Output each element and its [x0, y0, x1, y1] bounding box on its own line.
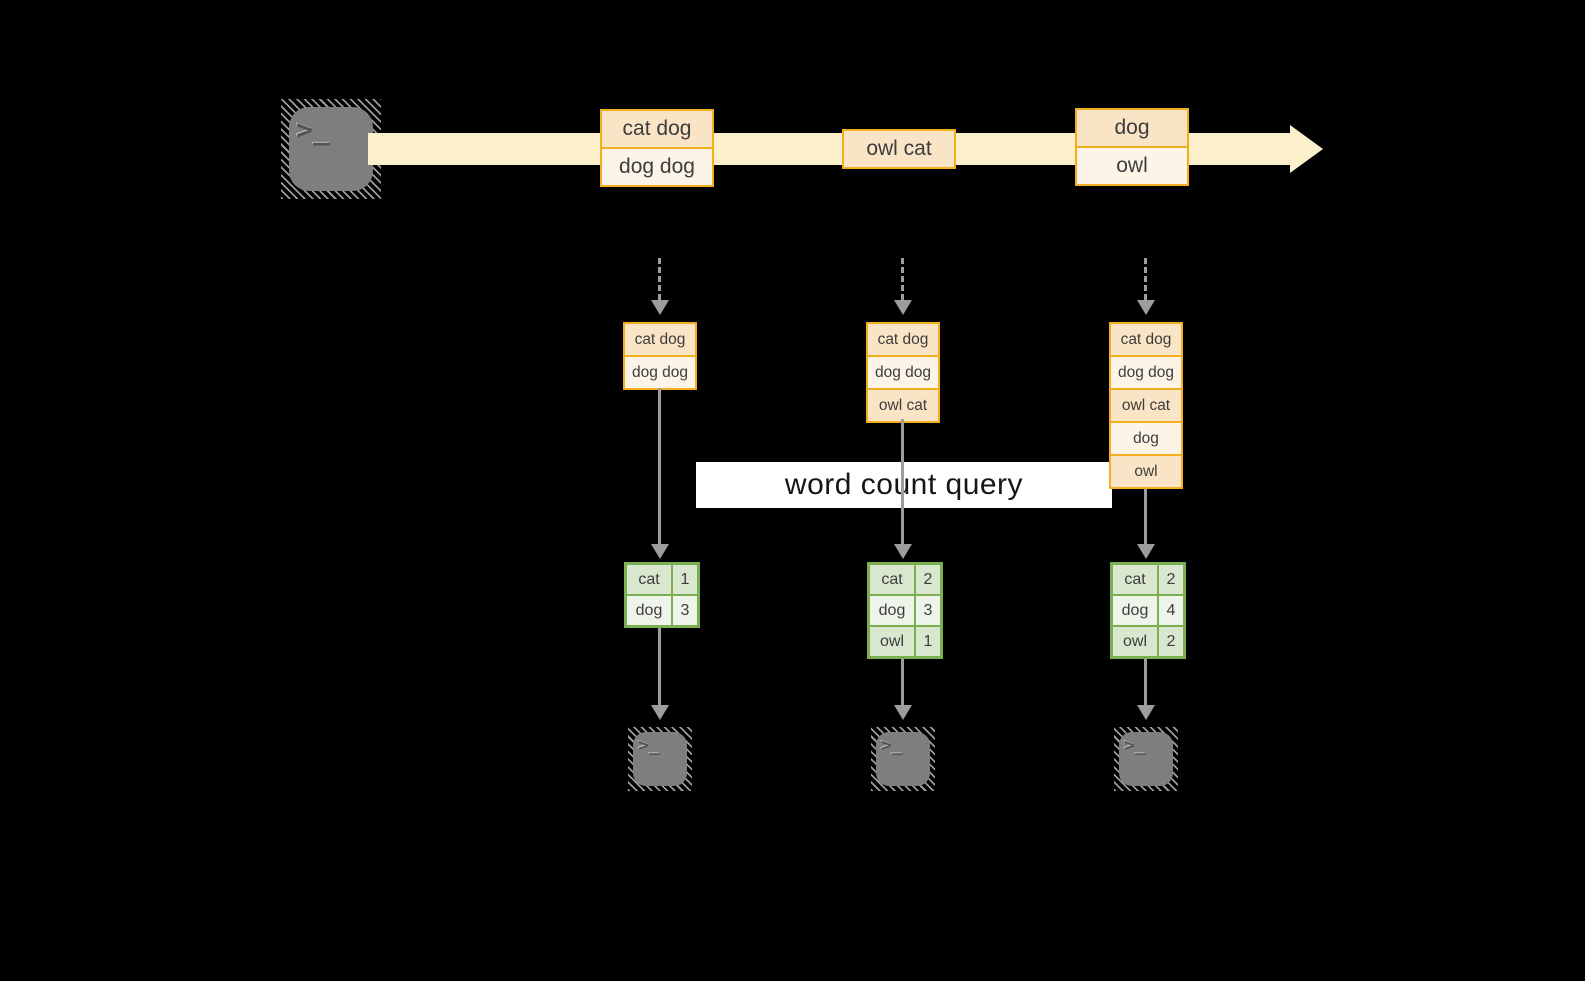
stream-record: dog dog — [602, 147, 712, 185]
count-table-3: cat 2 dog 4 owl 2 — [1110, 562, 1186, 659]
state-table-2: cat dog dog dog owl cat — [866, 322, 940, 423]
result-arrow-line — [901, 659, 904, 705]
stream-record: cat dog — [602, 111, 712, 147]
count-value-cell: 2 — [916, 565, 940, 594]
count-value-cell: 2 — [1159, 627, 1183, 656]
result-arrow-line — [1144, 659, 1147, 705]
arrow-head-icon — [651, 705, 669, 720]
stream-batch-1: cat dog dog dog — [600, 109, 714, 187]
terminal-prompt-glyph: >_ — [638, 735, 660, 756]
terminal-screen — [876, 732, 930, 786]
count-table-2: cat 2 dog 3 owl 1 — [867, 562, 943, 659]
arrow-head-icon — [1137, 544, 1155, 559]
output-terminal-icon-2: >_ — [871, 727, 935, 791]
query-arrow-line — [658, 388, 661, 545]
state-record: dog dog — [625, 355, 695, 388]
output-terminal-icon-3: >_ — [1114, 727, 1178, 791]
count-value-cell: 1 — [673, 565, 697, 594]
state-record: dog — [1111, 421, 1181, 454]
terminal-screen — [289, 107, 373, 191]
terminal-prompt-glyph: >_ — [296, 113, 330, 146]
count-word-cell: cat — [627, 565, 671, 594]
dashed-arrow-line — [1144, 258, 1147, 300]
count-word-cell: dog — [627, 596, 671, 625]
arrow-head-icon — [894, 300, 912, 315]
arrow-head-icon — [651, 300, 669, 315]
state-record: owl cat — [868, 388, 938, 421]
terminal-screen — [1119, 732, 1173, 786]
count-value-cell: 1 — [916, 627, 940, 656]
count-word-cell: dog — [870, 596, 914, 625]
arrow-head-icon — [1137, 705, 1155, 720]
count-value-cell: 2 — [1159, 565, 1183, 594]
count-word-cell: dog — [1113, 596, 1157, 625]
count-word-cell: cat — [1113, 565, 1157, 594]
input-terminal-icon: >_ — [281, 99, 381, 199]
arrow-head-icon — [651, 544, 669, 559]
state-record: dog dog — [868, 355, 938, 388]
stream-record: owl cat — [844, 131, 954, 167]
state-record: cat dog — [1111, 324, 1181, 355]
dashed-arrow-line — [901, 258, 904, 300]
count-table-1: cat 1 dog 3 — [624, 562, 700, 628]
query-arrow-line — [1144, 481, 1147, 545]
count-word-cell: cat — [870, 565, 914, 594]
terminal-prompt-glyph: >_ — [1124, 735, 1146, 756]
count-word-cell: owl — [870, 627, 914, 656]
query-label-box: word count query — [696, 462, 1112, 508]
state-record: cat dog — [868, 324, 938, 355]
terminal-prompt-glyph: >_ — [881, 735, 903, 756]
count-value-cell: 3 — [673, 596, 697, 625]
state-record: cat dog — [625, 324, 695, 355]
state-table-3: cat dog dog dog owl cat dog owl — [1109, 322, 1183, 489]
count-word-cell: owl — [1113, 627, 1157, 656]
state-record: owl cat — [1111, 388, 1181, 421]
arrow-head-icon — [1137, 300, 1155, 315]
terminal-screen — [633, 732, 687, 786]
stream-batch-2: owl cat — [842, 129, 956, 169]
stream-record: dog — [1077, 110, 1187, 146]
arrow-head-icon — [894, 544, 912, 559]
state-record: owl — [1111, 454, 1181, 487]
dashed-arrow-line — [658, 258, 661, 300]
stream-record: owl — [1077, 146, 1187, 184]
output-terminal-icon-1: >_ — [628, 727, 692, 791]
state-table-1: cat dog dog dog — [623, 322, 697, 390]
state-record: dog dog — [1111, 355, 1181, 388]
count-value-cell: 3 — [916, 596, 940, 625]
query-arrow-line — [901, 419, 904, 545]
result-arrow-line — [658, 628, 661, 705]
stream-arrowhead-icon — [1290, 125, 1323, 173]
arrow-head-icon — [894, 705, 912, 720]
stream-batch-3: dog owl — [1075, 108, 1189, 186]
count-value-cell: 4 — [1159, 596, 1183, 625]
